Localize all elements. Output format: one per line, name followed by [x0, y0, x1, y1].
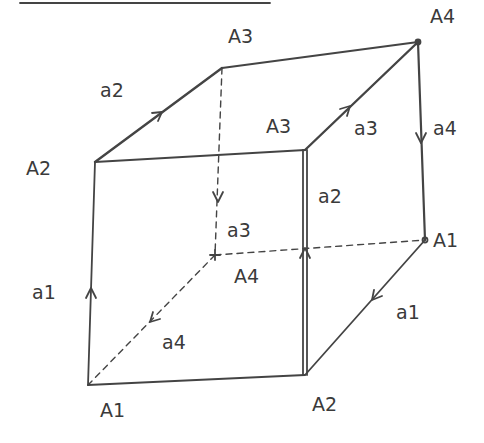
edge-label: a1 — [32, 282, 56, 303]
arrowhead — [150, 312, 160, 322]
arrowhead — [300, 248, 310, 258]
vertex-mark — [214, 250, 216, 260]
vertex-label: A1 — [433, 230, 458, 251]
edge-label: a3 — [354, 118, 378, 139]
arrowhead — [416, 133, 426, 143]
arrowhead — [340, 106, 350, 116]
vertex-label: A2 — [26, 158, 51, 179]
vertex-label: A2 — [312, 394, 337, 415]
underline — [20, 2, 270, 4]
cube-edge — [95, 150, 305, 162]
arrowhead — [86, 288, 96, 298]
edge-label: a1 — [396, 302, 420, 323]
vertex-dot — [416, 40, 421, 45]
vertex-label: A1 — [100, 400, 125, 421]
vertex-label: A4 — [430, 6, 455, 27]
cube-edge — [305, 240, 425, 375]
hidden-edge — [215, 68, 222, 255]
arrowhead — [152, 112, 162, 121]
edge-label: a4 — [433, 118, 457, 139]
arrowhead — [213, 192, 223, 202]
cube-edge — [302, 150, 304, 375]
arrowhead — [372, 290, 382, 300]
edge-label: a3 — [227, 220, 251, 241]
vertex-label: A4 — [234, 266, 259, 287]
vertex-label: A3 — [266, 116, 291, 137]
cube-edge — [305, 42, 418, 150]
cube-edge — [88, 162, 95, 385]
cube-edge — [95, 68, 222, 162]
vertex-dot — [423, 238, 428, 243]
edge-label: a2 — [318, 186, 342, 207]
vertex-label: A3 — [228, 26, 253, 47]
hidden-edge — [88, 255, 215, 385]
edge-label: a4 — [162, 332, 186, 353]
edge-label: a2 — [100, 80, 124, 101]
cube-edge — [88, 375, 305, 385]
cube-edge — [306, 150, 308, 375]
hidden-edge — [215, 240, 425, 255]
